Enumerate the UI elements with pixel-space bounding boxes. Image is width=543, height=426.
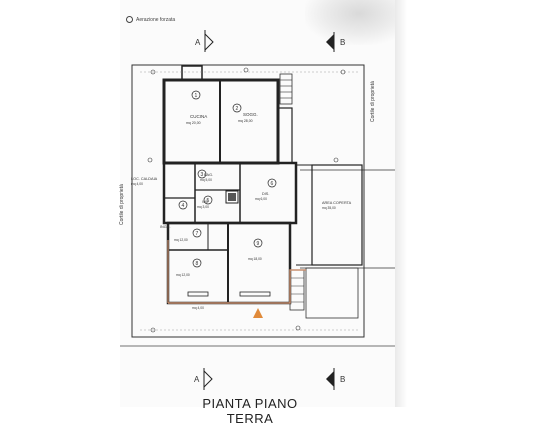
svg-text:6: 6 <box>271 181 274 187</box>
drawing-title: PIANTA PIANO TERRA <box>202 396 298 426</box>
svg-text:9: 9 <box>257 241 260 247</box>
ventilation-icon <box>126 16 133 23</box>
legend-label: Aerazione forzata <box>136 16 176 23</box>
window <box>239 291 271 297</box>
section-cut-line <box>168 269 306 304</box>
section-label-b: B <box>340 38 345 47</box>
entrance-arrow-icon <box>253 308 263 318</box>
floor-plan: A B Cortile di proprietà Cortile di prop… <box>119 30 395 390</box>
room-area-camera: mq 12,00 <box>176 273 190 277</box>
room-label-bagno: BAG. <box>204 173 213 177</box>
room-area-ripostiglio: mq 4,00 <box>192 306 204 310</box>
legend: Aerazione forzata <box>126 16 175 23</box>
room-area-box: mq 35,00 <box>322 206 336 210</box>
svg-text:5: 5 <box>207 198 210 204</box>
property-boundary <box>131 64 365 338</box>
room-label-ingresso: INGR. <box>160 225 171 229</box>
sheet-shadow <box>395 0 407 407</box>
svg-text:3: 3 <box>201 172 204 178</box>
svg-text:1: 1 <box>195 93 198 99</box>
room-area-bagno: mq 5,00 <box>200 178 212 182</box>
section-marker-b-bottom: B <box>326 368 345 390</box>
room-area-camera2: mq 18,00 <box>248 257 262 261</box>
svg-text:7: 7 <box>196 231 199 237</box>
room-area-disimpegno: mq 6,00 <box>255 197 267 201</box>
scan-smudge <box>305 0 395 45</box>
building-walls <box>162 65 363 319</box>
room-label-box: AREA COPERTA <box>322 201 352 205</box>
svg-text:A: A <box>194 375 200 384</box>
svg-text:B: B <box>340 375 345 384</box>
svg-text:8: 8 <box>196 261 199 267</box>
room-area-loc-caldaia: mq 4,00 <box>131 182 143 186</box>
room-area-soggiorno: mq 28,00 <box>238 119 253 123</box>
room-area-ingresso: mq 12,00 <box>174 238 188 242</box>
room-label-cucina: CUCINA <box>190 114 207 119</box>
room-label-soggiorno: SOGG. <box>243 112 258 117</box>
section-marker-b-top: B <box>326 32 345 52</box>
room-label-disimpegno: DIS. <box>262 192 269 196</box>
drawing-sheet <box>120 0 395 407</box>
room-area-wc: mq 3,00 <box>197 205 209 209</box>
room-label-loc-caldaia: LOC. CALDAIA <box>131 177 158 181</box>
svg-text:4: 4 <box>182 203 185 209</box>
section-marker-a-bottom: A <box>194 368 213 390</box>
room-label-wc: WC <box>202 200 209 204</box>
street-label-left: Cortile di proprietà <box>119 184 125 225</box>
street-label-right: Cortile di proprietà <box>370 81 376 122</box>
room-area-cucina: mq 20,00 <box>186 121 201 125</box>
section-label-a: A <box>195 38 201 47</box>
svg-text:2: 2 <box>236 106 239 112</box>
window <box>187 291 209 297</box>
section-marker-a-top: A <box>195 30 214 52</box>
room-number-markers: 1 2 3 4 5 6 7 8 9 <box>178 90 277 268</box>
